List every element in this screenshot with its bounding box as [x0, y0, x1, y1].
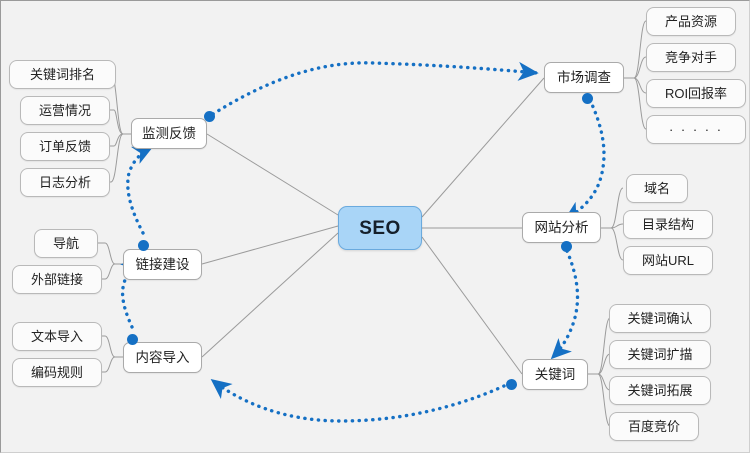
flow-dot-site — [561, 241, 572, 252]
branch-node-keywords[interactable]: 关键词 — [522, 359, 588, 390]
flow-dot-content — [127, 334, 138, 345]
flow-site-to-keyword — [550, 249, 580, 360]
root-node-seo[interactable]: SEO — [338, 206, 422, 250]
leaf-node-keyword-expand[interactable]: 关键词拓展 — [609, 376, 711, 405]
leaf-node-keyword-confirm[interactable]: 关键词确认 — [609, 304, 711, 333]
leaf-node-directory-structure[interactable]: 目录结构 — [623, 210, 713, 239]
leaf-node-product-resources[interactable]: 产品资源 — [646, 7, 736, 36]
flow-monitor-to-market — [211, 61, 539, 116]
flow-dot-keyword — [506, 379, 517, 390]
flow-dot-market — [582, 93, 593, 104]
leaf-node-site-url[interactable]: 网站URL — [623, 246, 713, 275]
leaf-node-baidu-bidding[interactable]: 百度竞价 — [609, 412, 699, 441]
leaf-node-roi[interactable]: ROI回报率 — [646, 79, 746, 108]
flow-market-to-site — [563, 98, 606, 222]
branch-node-market-research[interactable]: 市场调查 — [544, 62, 624, 93]
flow-links-to-monitor — [126, 145, 154, 235]
flow-dot-links — [138, 240, 149, 251]
branch-node-monitor[interactable]: 监测反馈 — [131, 118, 207, 149]
leaf-node-keyword-scan[interactable]: 关键词扩描 — [609, 340, 711, 369]
leaf-node-competitors[interactable]: 竞争对手 — [646, 43, 736, 72]
leaf-node-text-import[interactable]: 文本导入 — [12, 322, 102, 351]
leaf-node-operation-status[interactable]: 运营情况 — [20, 96, 110, 125]
leaf-node-encoding-rules[interactable]: 编码规则 — [12, 358, 102, 387]
leaf-node-order-feedback[interactable]: 订单反馈 — [20, 132, 110, 161]
branch-node-site-analysis[interactable]: 网站分析 — [522, 212, 601, 243]
leaf-node-log-analysis[interactable]: 日志分析 — [20, 168, 110, 197]
leaf-node-domain-name[interactable]: 域名 — [626, 174, 688, 203]
leaf-node-ellipsis[interactable]: · · · · · — [646, 115, 746, 144]
flow-dot-monitor — [204, 111, 215, 122]
leaf-node-keyword-ranking[interactable]: 关键词排名 — [9, 60, 116, 89]
branch-node-link-building[interactable]: 链接建设 — [123, 249, 202, 280]
branch-node-content-import[interactable]: 内容导入 — [123, 342, 202, 373]
leaf-node-external-links[interactable]: 外部链接 — [12, 265, 102, 294]
leaf-node-navigation[interactable]: 导航 — [34, 229, 98, 258]
flow-keyword-to-content — [210, 378, 506, 423]
